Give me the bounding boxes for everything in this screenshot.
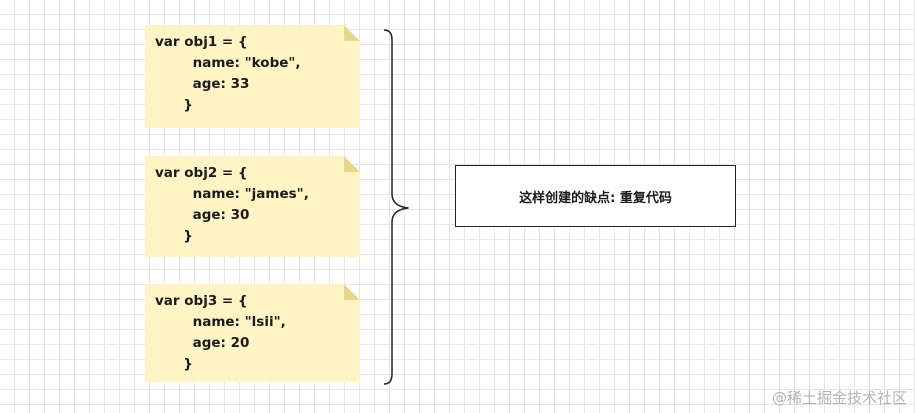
code-line: var obj3 = { — [155, 293, 248, 309]
code-line: var obj2 = { — [155, 165, 248, 181]
drawback-callout-text: 这样创建的缺点: 重复代码 — [519, 190, 672, 206]
note-fold-corner — [344, 156, 360, 172]
code-snippet-obj1: var obj1 = { name: "kobe", age: 33 } — [155, 32, 301, 116]
code-note-obj2: var obj2 = { name: "james", age: 30 } — [145, 156, 360, 257]
code-line: } — [155, 228, 193, 244]
note-fold-corner — [344, 284, 360, 300]
code-line: age: 33 — [155, 76, 250, 92]
curly-brace-connector — [383, 29, 409, 385]
code-note-obj3: var obj3 = { name: "lsii", age: 20 } — [145, 284, 360, 382]
code-line: name: "kobe", — [155, 55, 301, 71]
code-line: } — [155, 356, 193, 372]
code-snippet-obj3: var obj3 = { name: "lsii", age: 20 } — [155, 291, 286, 375]
code-line: age: 30 — [155, 207, 250, 223]
code-line: name: "lsii", — [155, 314, 286, 330]
code-line: age: 20 — [155, 335, 250, 351]
drawback-callout-box: 这样创建的缺点: 重复代码 — [455, 165, 736, 227]
code-line: name: "james", — [155, 186, 309, 202]
note-fold-corner — [344, 25, 360, 41]
brace-path — [383, 29, 409, 385]
code-line: } — [155, 97, 193, 113]
watermark: @稀土掘金技术社区 — [771, 389, 907, 407]
code-line: var obj1 = { — [155, 34, 248, 50]
code-note-obj1: var obj1 = { name: "kobe", age: 33 } — [145, 25, 360, 128]
code-snippet-obj2: var obj2 = { name: "james", age: 30 } — [155, 163, 309, 247]
